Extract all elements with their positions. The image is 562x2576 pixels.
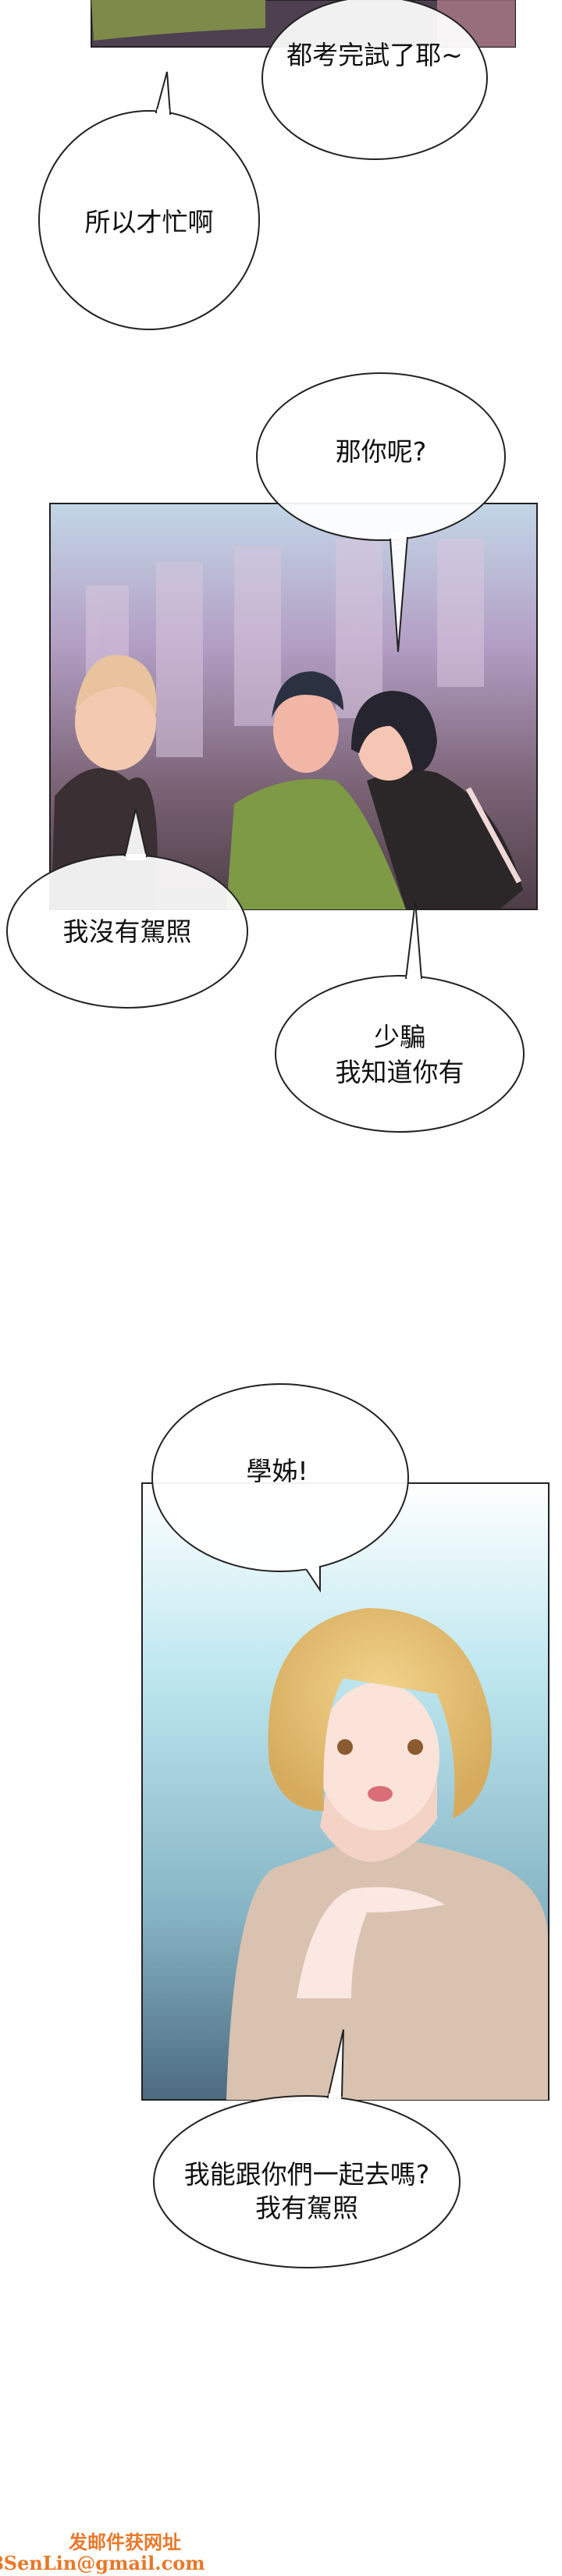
bubble-text: 少騙 (374, 1022, 425, 1052)
watermark-line-1: 发邮件获网址 (68, 2531, 181, 2553)
watermark-line-2: 18SenLin@gmail.com (0, 2552, 205, 2574)
watermark: 发邮件获网址 18SenLin@gmail.com (0, 2531, 205, 2574)
bubble-text: 學姊! (246, 1456, 308, 1486)
bubble-text: 我沒有駕照 (63, 916, 192, 947)
bubble-text: 那你呢? (336, 436, 427, 467)
bubble-text: 我知道你有 (336, 1057, 464, 1087)
speech-bubble: 所以才忙啊 (38, 71, 260, 330)
bubble-text: 所以才忙啊 (85, 207, 214, 237)
speech-bubble: 少騙 我知道你有 (275, 900, 525, 1133)
speech-bubble: 我能跟你們一起去嗎? 我有駕照 (153, 2029, 461, 2268)
speech-bubble: 我沒有駕照 (6, 808, 248, 1009)
bubble-text: 我有駕照 (255, 2193, 358, 2223)
bubble-text: 我能跟你們一起去嗎? (184, 2159, 430, 2190)
speech-bubble: 都考完試了耶~ (261, 0, 488, 160)
speech-bubble: 學姊! (151, 1383, 409, 1593)
panel-2 (49, 503, 538, 910)
panel-3 (141, 1482, 550, 2101)
bubble-text: 都考完試了耶~ (286, 40, 463, 70)
speech-bubble: 那你呢? (256, 372, 506, 653)
